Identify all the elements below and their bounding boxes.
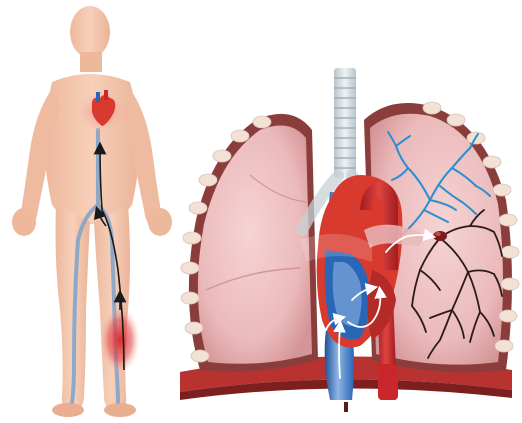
left-hand: [12, 208, 36, 236]
lungs-and-heart: [180, 68, 519, 412]
right-foot: [104, 403, 136, 417]
head: [70, 6, 110, 58]
neck: [80, 52, 102, 72]
human-body-figure: [12, 6, 172, 417]
right-hand: [148, 208, 172, 236]
clot-fragment: [344, 402, 348, 412]
left-foot: [52, 403, 84, 417]
aorta-base: [378, 364, 398, 400]
left-lung: [181, 114, 318, 372]
blood-clot-icon: [100, 306, 140, 374]
left-lung-tissue: [198, 126, 312, 364]
blood-clot-icon: [433, 231, 447, 241]
